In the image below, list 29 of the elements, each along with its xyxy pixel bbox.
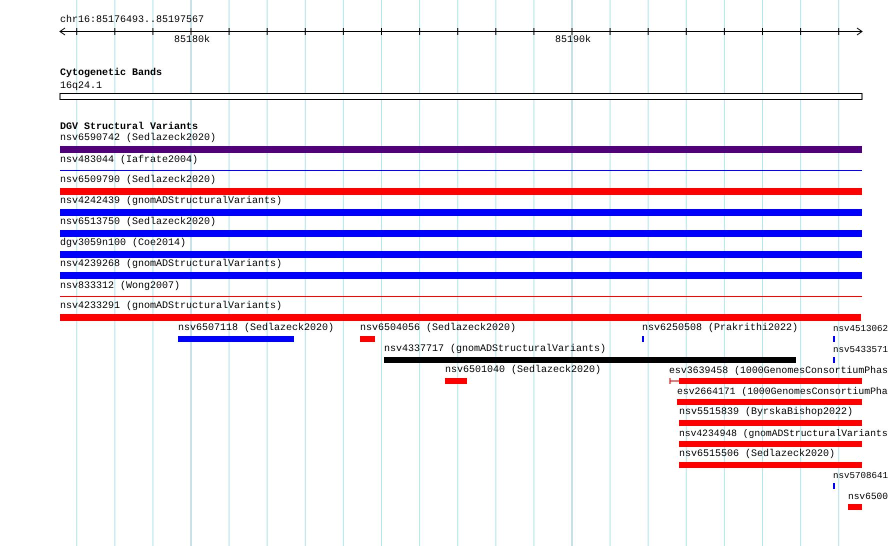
tick-label: 85190k xyxy=(555,35,592,46)
variant-label: nsv483044 (Iafrate2004) xyxy=(60,155,198,166)
variant-label: nsv6500 xyxy=(848,491,888,502)
variant-label: nsv4234948 (gnomADStructuralVariants xyxy=(679,428,888,439)
variant-label: nsv6501040 (Sedlazeck2020) xyxy=(445,365,602,376)
variant-label: nsv4337717 (gnomADStructuralVariants) xyxy=(384,344,606,355)
variant-label: nsv4239268 (gnomADStructuralVariants) xyxy=(60,259,282,270)
variant-label: nsv6590742 (Sedlazeck2020) xyxy=(60,133,216,144)
track-title: DGV Structural Variants xyxy=(60,122,198,133)
variant-label: nsv6515506 (Sedlazeck2020) xyxy=(679,449,836,460)
tick-label: 85180k xyxy=(174,35,210,46)
variant-label: nsv5433571 xyxy=(833,344,888,355)
variant-label: nsv6507118 (Sedlazeck2020) xyxy=(178,323,334,334)
variant-label: esv3639458 (1000GenomesConsortiumPhas xyxy=(669,365,888,376)
variant-label: esv2664171 (1000GenomesConsortiumPha xyxy=(677,386,888,397)
variant-label: nsv4233291 (gnomADStructuralVariants) xyxy=(60,301,282,312)
variant-label: nsv4513062 xyxy=(833,323,888,334)
variant-label: nsv6509790 (Sedlazeck2020) xyxy=(60,175,216,186)
variant-label: nsv6250508 (Prakrithi2022) xyxy=(642,323,798,334)
location-label: chr16:85176493..85197567 xyxy=(60,15,204,26)
variant-label: dgv3059n100 (Coe2014) xyxy=(60,238,186,249)
variant-label: nsv5515839 (ByrskaBishop2022) xyxy=(679,407,854,418)
band-label: 16q24.1 xyxy=(60,81,102,92)
track-title: Cytogenetic Bands xyxy=(60,68,162,79)
variant-label: nsv833312 (Wong2007) xyxy=(60,281,180,292)
variant-label: nsv5708641 xyxy=(833,470,888,481)
variant-label: nsv6504056 (Sedlazeck2020) xyxy=(360,323,516,334)
variant-label: nsv6513750 (Sedlazeck2020) xyxy=(60,217,216,228)
variant-label: nsv4242439 (gnomADStructuralVariants) xyxy=(60,196,282,207)
